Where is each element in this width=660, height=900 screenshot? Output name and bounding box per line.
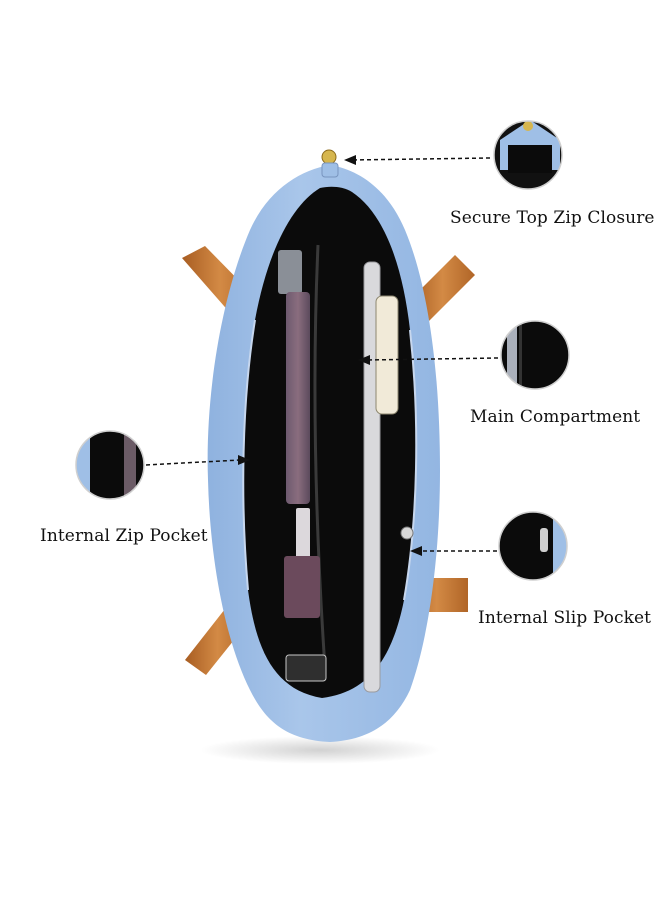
- zoom-inset-main-compartment: [500, 320, 570, 390]
- callout-label-main-compartment: Main Compartment: [470, 407, 641, 427]
- leader-line-top-zip: [349, 157, 491, 161]
- leader-line-main-compartment: [365, 357, 499, 361]
- zoom-inset-internal-zip-pocket: [75, 430, 145, 500]
- leader-line-internal-zip-pocket: [145, 459, 241, 466]
- zoom-inset-internal-slip-pocket: [498, 511, 568, 581]
- callout-label-internal-zip-pocket: Internal Zip Pocket: [40, 526, 208, 546]
- callout-label-internal-slip-pocket: Internal Slip Pocket: [478, 608, 652, 628]
- callout-label-top-zip: Secure Top Zip Closure: [450, 208, 655, 228]
- zoom-inset-top-zip: [493, 120, 563, 190]
